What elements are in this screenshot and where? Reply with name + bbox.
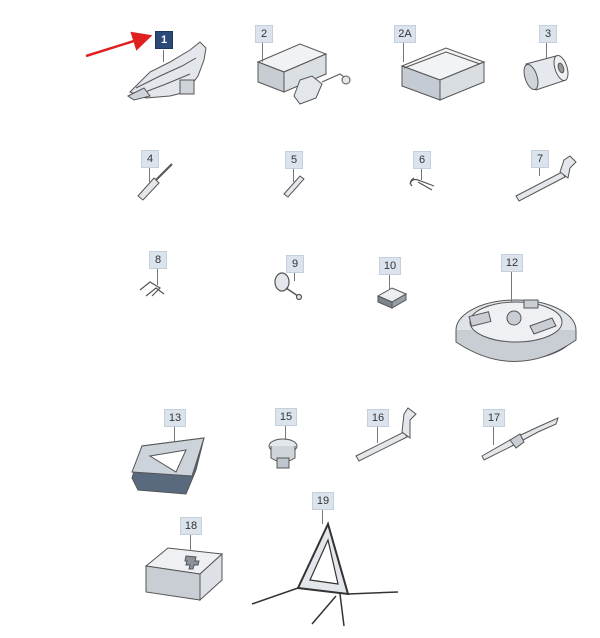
callout-17[interactable]: 17 (483, 409, 505, 427)
leader-line (293, 167, 294, 182)
callout-2a[interactable]: 2A (394, 25, 416, 43)
leader-line (493, 425, 494, 445)
leader-line (157, 267, 158, 285)
leader-line (163, 50, 164, 62)
part-lug-wrench (355, 407, 417, 462)
part-tool-tray (455, 299, 577, 362)
leader-line (149, 166, 150, 182)
part-pin (283, 175, 305, 198)
callout-8[interactable]: 8 (149, 251, 167, 269)
callout-1[interactable]: 1 (155, 31, 173, 49)
part-cylinder (523, 54, 569, 91)
leader-line (190, 533, 191, 551)
leader-line (511, 270, 512, 302)
part-clip (409, 177, 435, 191)
part-box (400, 47, 486, 101)
leader-line (389, 273, 390, 289)
part-wedge (131, 437, 205, 495)
leader-line (285, 424, 286, 440)
callout-16[interactable]: 16 (367, 409, 389, 427)
leader-line (539, 166, 540, 176)
part-jack (127, 41, 207, 101)
leader-line (262, 40, 263, 62)
callout-18[interactable]: 18 (180, 517, 202, 535)
leader-line (421, 167, 422, 180)
part-wrench-bar (515, 155, 577, 202)
part-pad (376, 287, 408, 309)
callout-3[interactable]: 3 (539, 25, 557, 43)
part-warning-triangle (251, 521, 399, 627)
leader-line (294, 271, 295, 281)
leader-line (322, 508, 323, 524)
leader-line (174, 425, 175, 441)
callout-5[interactable]: 5 (285, 151, 303, 169)
part-first-aid-box (144, 547, 224, 602)
callout-2[interactable]: 2 (255, 25, 273, 43)
callout-7[interactable]: 7 (531, 150, 549, 168)
part-compressor (256, 43, 351, 105)
leader-line (377, 425, 378, 443)
callout-12[interactable]: 12 (501, 254, 523, 272)
leader-line (403, 40, 404, 62)
part-screwdriver (137, 163, 173, 201)
part-hook (274, 272, 303, 301)
callout-19[interactable]: 19 (312, 492, 334, 510)
callout-4[interactable]: 4 (141, 150, 159, 168)
part-nut (268, 438, 298, 469)
callout-15[interactable]: 15 (275, 408, 297, 426)
part-clamp (139, 281, 165, 297)
part-tire-lever (481, 417, 559, 461)
callout-6[interactable]: 6 (413, 151, 431, 169)
callout-13[interactable]: 13 (164, 409, 186, 427)
leader-line (546, 40, 547, 58)
callout-10[interactable]: 10 (379, 257, 401, 275)
pointer-arrow (85, 31, 153, 58)
callout-9[interactable]: 9 (286, 255, 304, 273)
